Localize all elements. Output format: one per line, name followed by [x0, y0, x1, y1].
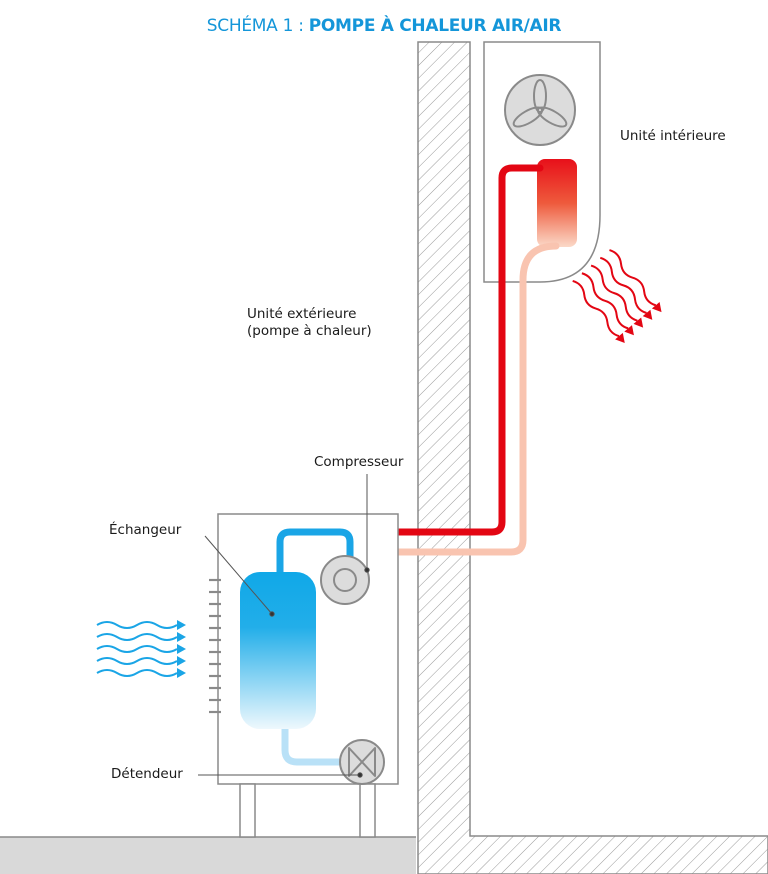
indoor-unit	[483, 41, 601, 283]
diagram-title: SCHÉMA 1 : POMPE À CHALEUR AIR/AIR	[0, 16, 768, 36]
label-outdoor-unit: Unité extérieure (pompe à chaleur)	[247, 306, 372, 340]
label-outdoor-unit-line1: Unité extérieure	[247, 306, 357, 322]
air-flow-waves-icon	[96, 621, 178, 677]
building-wall	[417, 41, 768, 874]
exchanger	[240, 572, 316, 729]
label-compressor: Compresseur	[314, 454, 404, 470]
title-prefix: SCHÉMA 1 :	[206, 16, 309, 36]
outdoor-unit-leg-left	[239, 783, 256, 838]
label-indoor-unit: Unité intérieure	[620, 128, 726, 144]
compressor-icon	[320, 555, 370, 605]
hot-air-flow-icon	[572, 249, 662, 344]
expansion-valve-icon	[339, 739, 385, 785]
outdoor-unit-leg-right	[359, 783, 376, 838]
indoor-coil	[537, 159, 577, 247]
outdoor-coil-fins	[209, 578, 221, 714]
label-exchanger: Échangeur	[109, 522, 182, 538]
label-expansion-valve: Détendeur	[111, 766, 183, 782]
fan-icon	[504, 74, 576, 146]
ground	[0, 837, 416, 874]
title-main: POMPE À CHALEUR AIR/AIR	[308, 16, 562, 36]
cold-gas-pipe	[276, 528, 354, 579]
leader-exchanger	[204, 535, 273, 615]
label-outdoor-unit-line2: (pompe à chaleur)	[247, 322, 372, 339]
cold-liquid-pipe	[281, 721, 346, 766]
cold-air-arrowheads	[177, 620, 186, 678]
